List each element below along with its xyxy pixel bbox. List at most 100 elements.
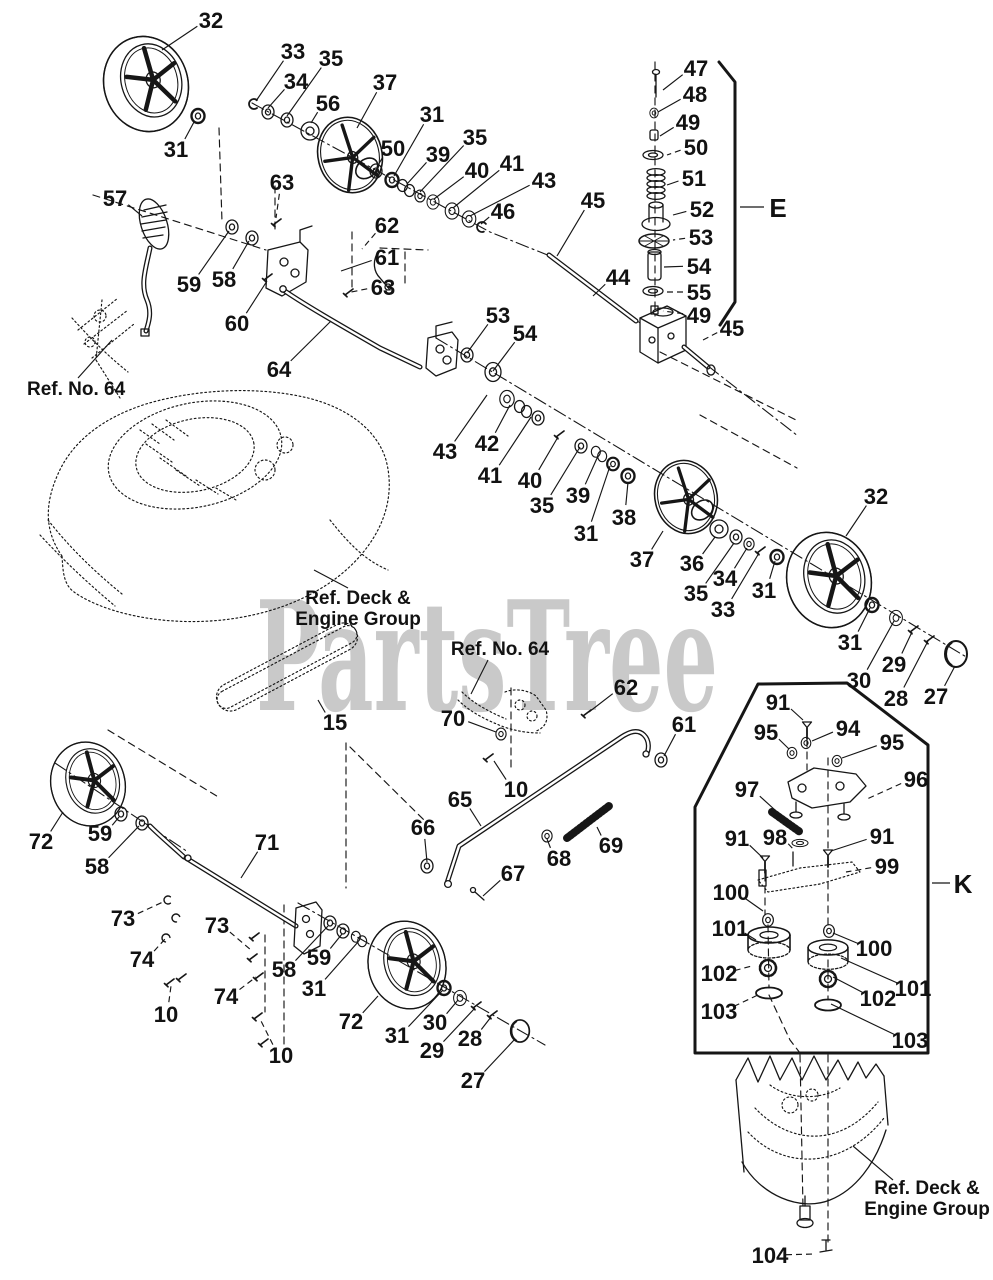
ring-103-left: [755, 986, 783, 1000]
leader-line: [663, 265, 684, 268]
callout-45: 45: [581, 188, 605, 213]
leader-line: [480, 1016, 492, 1030]
leader-line: [361, 232, 376, 250]
callout-30: 30: [423, 1010, 447, 1035]
washer-100-right: [823, 924, 835, 938]
callout-95: 95: [754, 720, 778, 745]
leader-line: [785, 1253, 817, 1256]
callout-62: 62: [375, 213, 399, 238]
pinion-36: [709, 519, 729, 539]
callout-46: 46: [491, 199, 515, 224]
wheel-32-right: [776, 523, 882, 637]
leader-line: [433, 176, 465, 200]
callout-58: 58: [212, 267, 236, 292]
leader-line: [406, 161, 427, 185]
callout-41: 41: [500, 151, 524, 176]
leader-line: [790, 708, 804, 721]
callout-36: 36: [680, 551, 704, 576]
spring-51: [646, 167, 666, 201]
leader-line: [852, 1145, 894, 1181]
section-label-k: K: [954, 869, 973, 899]
callout-34: 34: [713, 566, 738, 591]
callout-38: 38: [612, 505, 636, 530]
deck-fragment-bottom: [735, 1054, 889, 1253]
callout-103: 103: [892, 1028, 929, 1053]
leader-line: [744, 897, 764, 912]
callout-10: 10: [154, 1002, 178, 1027]
callout-91: 91: [766, 690, 790, 715]
ref-64-sketch-mid: [457, 689, 548, 763]
callout-37: 37: [373, 70, 397, 95]
control-rod-65: [420, 709, 668, 901]
handle-57: [138, 198, 170, 337]
callout-65: 65: [448, 787, 472, 812]
leader-line: [845, 505, 867, 537]
leader-line: [651, 530, 664, 550]
leader-line: [317, 699, 326, 713]
axle-arm-71: [114, 806, 323, 955]
callout-101: 101: [895, 976, 932, 1001]
leader-line: [832, 976, 864, 994]
leader-line: [290, 320, 332, 362]
callout-59: 59: [177, 272, 201, 297]
callout-73: 73: [205, 913, 229, 938]
callout-39: 39: [426, 142, 450, 167]
callout-96: 96: [904, 767, 928, 792]
callout-31: 31: [164, 137, 188, 162]
leader-line: [480, 216, 490, 225]
spring-69: [563, 802, 613, 842]
callout-49: 49: [687, 303, 711, 328]
leader-line: [830, 1003, 896, 1036]
ref-no-64-top: Ref. No. 64: [27, 379, 126, 400]
callout-74: 74: [130, 947, 155, 972]
callout-64: 64: [267, 357, 292, 382]
callout-59: 59: [307, 945, 331, 970]
leader-line: [393, 123, 425, 177]
leader-line: [239, 976, 257, 991]
callout-57: 57: [103, 186, 127, 211]
callout-42: 42: [475, 431, 499, 456]
callout-100: 100: [856, 936, 893, 961]
leader-line: [240, 851, 259, 879]
leader-line: [77, 339, 113, 379]
leader-line: [832, 932, 860, 945]
callout-28: 28: [884, 686, 908, 711]
callout-31: 31: [420, 102, 444, 127]
leader-line: [787, 843, 795, 851]
callout-43: 43: [532, 168, 556, 193]
callout-98: 98: [763, 825, 787, 850]
callout-54: 54: [687, 254, 712, 279]
leader-line: [310, 111, 319, 124]
leader-line: [286, 67, 322, 117]
leader-line: [245, 280, 268, 314]
pivot-bracket-b: [425, 321, 459, 377]
washer-48: [649, 107, 659, 119]
callout-31: 31: [385, 1023, 409, 1048]
callout-32: 32: [864, 484, 888, 509]
callout-69: 69: [599, 833, 623, 858]
leader-line: [469, 184, 530, 217]
callout-28: 28: [458, 1026, 482, 1051]
drive-shaft-44: [546, 252, 639, 324]
deck-engine-sketch: [39, 359, 390, 623]
callout-51: 51: [682, 166, 706, 191]
ref-no-64-mid: Ref. No. 64: [451, 639, 550, 660]
washer-55: [642, 285, 664, 297]
callout-31: 31: [752, 578, 776, 603]
callout-35: 35: [463, 125, 487, 150]
leader-line: [584, 455, 599, 485]
callout-35: 35: [684, 581, 708, 606]
callout-31: 31: [838, 630, 862, 655]
callout-10: 10: [269, 1043, 293, 1068]
leader-line: [663, 733, 677, 757]
leader-line: [590, 465, 611, 522]
callout-66: 66: [411, 815, 435, 840]
watermark-text: PartsTree: [256, 567, 718, 746]
callout-101: 101: [712, 916, 749, 941]
leader-line: [340, 259, 372, 272]
callout-54: 54: [513, 321, 538, 346]
leader-line: [866, 783, 902, 800]
callout-63: 63: [371, 275, 395, 300]
callout-72: 72: [29, 829, 53, 854]
